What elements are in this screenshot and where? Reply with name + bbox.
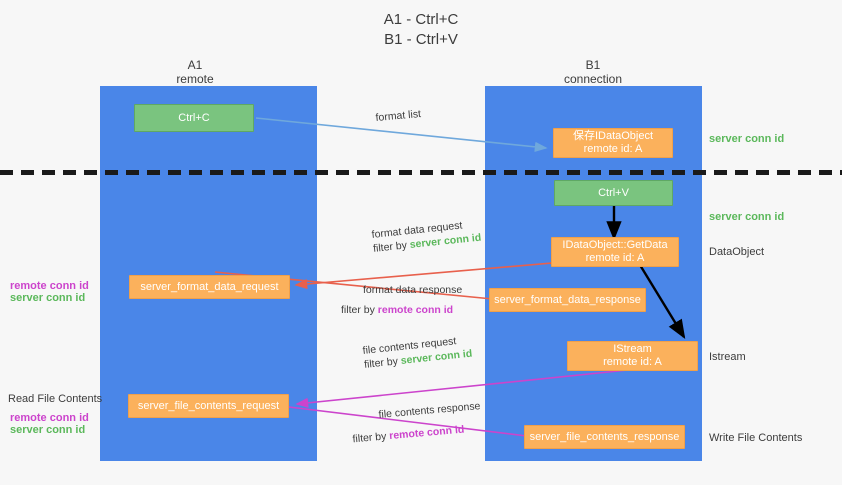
edge-label-file-contents-request: file contents request filter by server c… — [362, 333, 473, 372]
node-ctrl-c-label: Ctrl+C — [178, 111, 210, 124]
column-header-b1-role: connection — [563, 72, 623, 86]
right-label-server-conn-id-top: server conn id — [709, 133, 785, 145]
edge-label-format-data-response-line2: filter by remote conn id — [341, 304, 454, 316]
node-server-format-data-request-label: server_format_data_request — [140, 280, 279, 293]
node-server-file-contents-request-label: server_file_contents_request — [137, 399, 280, 412]
column-header-a1-name: A1 — [187, 58, 203, 72]
edge-label-format-data-request: format data request filter by server con… — [371, 217, 482, 256]
node-ctrl-c[interactable]: Ctrl+C — [134, 104, 254, 132]
left-label-remote-conn-id-lower: remote conn id — [10, 412, 89, 424]
title-line-1: A1 - Ctrl+C — [383, 11, 459, 28]
node-server-format-data-response[interactable]: server_format_data_response — [489, 288, 646, 312]
edge-label-format-data-response-line1: format data response — [363, 284, 463, 296]
column-header-b1: B1 connection — [513, 58, 673, 86]
edge-label-format-list: format list — [375, 108, 422, 124]
left-label-read-file-contents: Read File Contents — [8, 393, 103, 405]
node-istream-line1: IStream — [613, 343, 652, 355]
edge-label-file-contents-response: file contents response filter by remote … — [352, 399, 483, 445]
node-save-idataobject-line1: 保存IDataObject — [572, 130, 654, 142]
node-idataobject-getdata[interactable]: IDataObject::GetData remote id: A — [551, 237, 679, 267]
left-label-server-conn-id-lower: server conn id — [10, 424, 86, 436]
left-label-server-conn-id-upper: server conn id — [10, 292, 86, 304]
node-save-idataobject[interactable]: 保存IDataObject remote id: A — [553, 128, 673, 158]
right-label-istream: Istream — [709, 351, 746, 363]
node-server-file-contents-response-label: server_file_contents_response — [529, 430, 680, 443]
column-header-b1-name: B1 — [585, 58, 601, 72]
edge-label-file-contents-response-line2: filter by remote conn id — [352, 423, 465, 446]
node-istream[interactable]: IStream remote id: A — [567, 341, 698, 371]
node-idataobject-getdata-line2: remote id: A — [585, 252, 645, 264]
edge-label-format-data-response: format data response filter by remote co… — [341, 283, 463, 317]
highlight-remote-conn-id: remote conn id — [377, 304, 454, 316]
column-header-a1: A1 remote — [115, 58, 275, 86]
node-server-format-data-request[interactable]: server_format_data_request — [129, 275, 290, 299]
page-title: A1 - Ctrl+C B1 - Ctrl+V — [0, 10, 842, 50]
column-header-a1-role: remote — [176, 72, 214, 86]
node-istream-line2: remote id: A — [603, 356, 662, 368]
node-save-idataobject-line2: remote id: A — [583, 143, 643, 155]
right-label-server-conn-id-mid: server conn id — [709, 211, 785, 223]
node-server-file-contents-response[interactable]: server_file_contents_response — [524, 425, 685, 449]
node-idataobject-getdata-line1: IDataObject::GetData — [562, 239, 668, 251]
edge-label-file-contents-response-line1: file contents response — [378, 400, 481, 421]
highlight-remote-conn-id: remote conn id — [388, 423, 465, 443]
right-label-write-file-contents: Write File Contents — [709, 432, 803, 444]
phase-divider — [0, 170, 842, 175]
node-ctrl-v[interactable]: Ctrl+V — [554, 180, 673, 206]
node-server-file-contents-request[interactable]: server_file_contents_request — [128, 394, 289, 418]
left-label-remote-conn-id-upper: remote conn id — [10, 280, 89, 292]
node-server-format-data-response-label: server_format_data_response — [494, 293, 641, 306]
title-line-2: B1 - Ctrl+V — [384, 31, 458, 48]
node-ctrl-v-label: Ctrl+V — [598, 186, 629, 199]
right-label-dataobject: DataObject — [709, 246, 765, 258]
